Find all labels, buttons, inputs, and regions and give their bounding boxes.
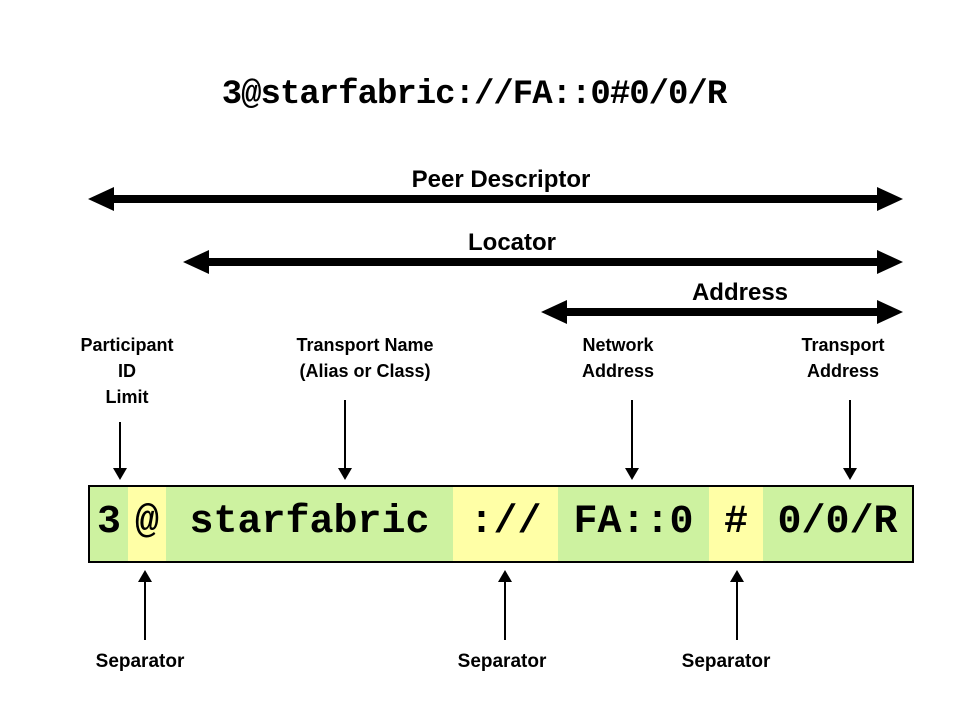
bar-segment-transport-address: 0/0/R (763, 487, 912, 561)
arrow-tip-icon (338, 468, 352, 480)
transport-address-pointer-arrow-icon (843, 400, 857, 480)
arrow-line (849, 400, 851, 470)
arrow-line (736, 580, 738, 640)
label-line: Address (806, 361, 880, 381)
bar-segment-participant-id: 3 (90, 487, 128, 561)
address-span-arrow-icon (541, 300, 903, 324)
network-address-label: Network Address (582, 332, 654, 384)
arrow-tip-icon (843, 468, 857, 480)
label-line: Transport Name (296, 335, 434, 355)
label-line: Network (582, 335, 654, 355)
arrow-line (119, 422, 121, 470)
label-line: Address (581, 361, 655, 381)
arrow-tip-icon (138, 570, 152, 582)
arrow-right-head-icon (877, 250, 903, 274)
network-address-pointer-arrow-icon (625, 400, 639, 480)
peer-descriptor-span-arrow-icon (88, 187, 903, 211)
arrow-line (631, 400, 633, 470)
arrow-line (344, 400, 346, 470)
bar-segment-network-address: FA::0 (558, 487, 709, 561)
participant-id-limit-label: Participant ID Limit (80, 332, 173, 410)
arrow-tip-icon (113, 468, 127, 480)
label-line: Participant (80, 335, 174, 355)
bar-segment-transport-name: starfabric (166, 487, 453, 561)
arrow-tip-icon (625, 468, 639, 480)
label-line: ID (118, 361, 136, 381)
label-line: Transport (801, 335, 885, 355)
arrow-line (144, 580, 146, 640)
label-line: (Alias or Class) (299, 361, 431, 381)
separator-2-label: Separator (457, 651, 547, 672)
arrow-shaft (108, 195, 883, 203)
transport-name-label: Transport Name (Alias or Class) (296, 332, 433, 384)
separator-1-pointer-arrow-icon (138, 570, 152, 640)
peer-descriptor-bar: 3 @ starfabric :// FA::0 # 0/0/R (88, 485, 914, 563)
separator-1-label: Separator (95, 651, 185, 672)
arrow-tip-icon (730, 570, 744, 582)
arrow-shaft (561, 308, 883, 316)
arrow-line (504, 580, 506, 640)
bar-segment-separator-at: @ (128, 487, 166, 561)
participant-pointer-arrow-icon (113, 422, 127, 480)
arrow-right-head-icon (877, 187, 903, 211)
arrow-shaft (203, 258, 883, 266)
peer-descriptor-label: Peer Descriptor (411, 166, 591, 193)
locator-label: Locator (467, 229, 557, 256)
bar-segment-separator-hash: # (709, 487, 763, 561)
separator-2-pointer-arrow-icon (498, 570, 512, 640)
bar-segment-separator-scheme: :// (453, 487, 558, 561)
separator-3-label: Separator (681, 651, 771, 672)
address-label: Address (691, 279, 789, 306)
arrow-tip-icon (498, 570, 512, 582)
separator-3-pointer-arrow-icon (730, 570, 744, 640)
arrow-right-head-icon (877, 300, 903, 324)
transport-address-label: Transport Address (801, 332, 884, 384)
label-line: Limit (105, 387, 149, 407)
locator-span-arrow-icon (183, 250, 903, 274)
page-title: 3@starfabric://FA::0#0/0/R (221, 76, 727, 114)
transport-name-pointer-arrow-icon (338, 400, 352, 480)
